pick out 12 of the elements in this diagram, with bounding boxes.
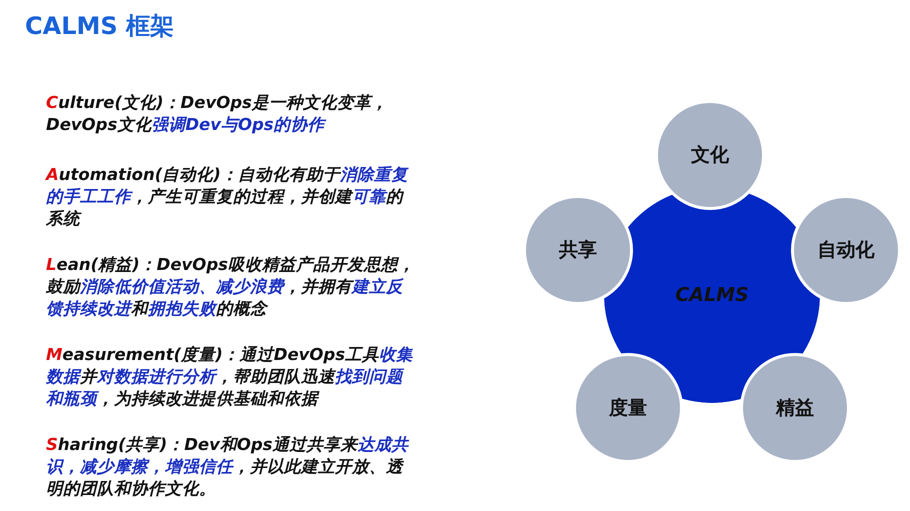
description-paragraph: Measurement(度量)：通过DevOps工具收集数据并对数据进行分析，帮助团队迅速找到问题和瓶颈，为持续改进提供基础和依据 xyxy=(46,344,414,410)
circle-label: 精益 xyxy=(776,396,814,421)
circle-label: 文化 xyxy=(691,143,729,168)
title: CALMS 框架 xyxy=(25,11,174,42)
description-paragraph: Culture(文化)：DevOps是一种文化变革，DevOps文化强调Dev与Ops的协作 xyxy=(46,92,389,136)
circle-label: CALMS xyxy=(675,284,749,306)
circle-label: 自动化 xyxy=(818,238,874,263)
circle-label: 共享 xyxy=(559,238,597,263)
description-paragraph: Automation(自动化)：自动化有助于消除重复的手工工作，产生可重复的过程，并创建可靠的系统 xyxy=(46,164,410,230)
circle-label: 度量 xyxy=(609,396,647,421)
description-paragraph: Sharing(共享)：Dev和Ops通过共享来达成共识，减少摩擦，增强信任，并以此建立开放、透明的团队和协作文化。 xyxy=(46,434,410,500)
description-paragraph: Lean(精益)：DevOps吸收精益产品开发思想，鼓励消除低价值活动、减少浪费，并拥有建立反馈持续改进和拥抱失败的概念 xyxy=(46,254,416,320)
